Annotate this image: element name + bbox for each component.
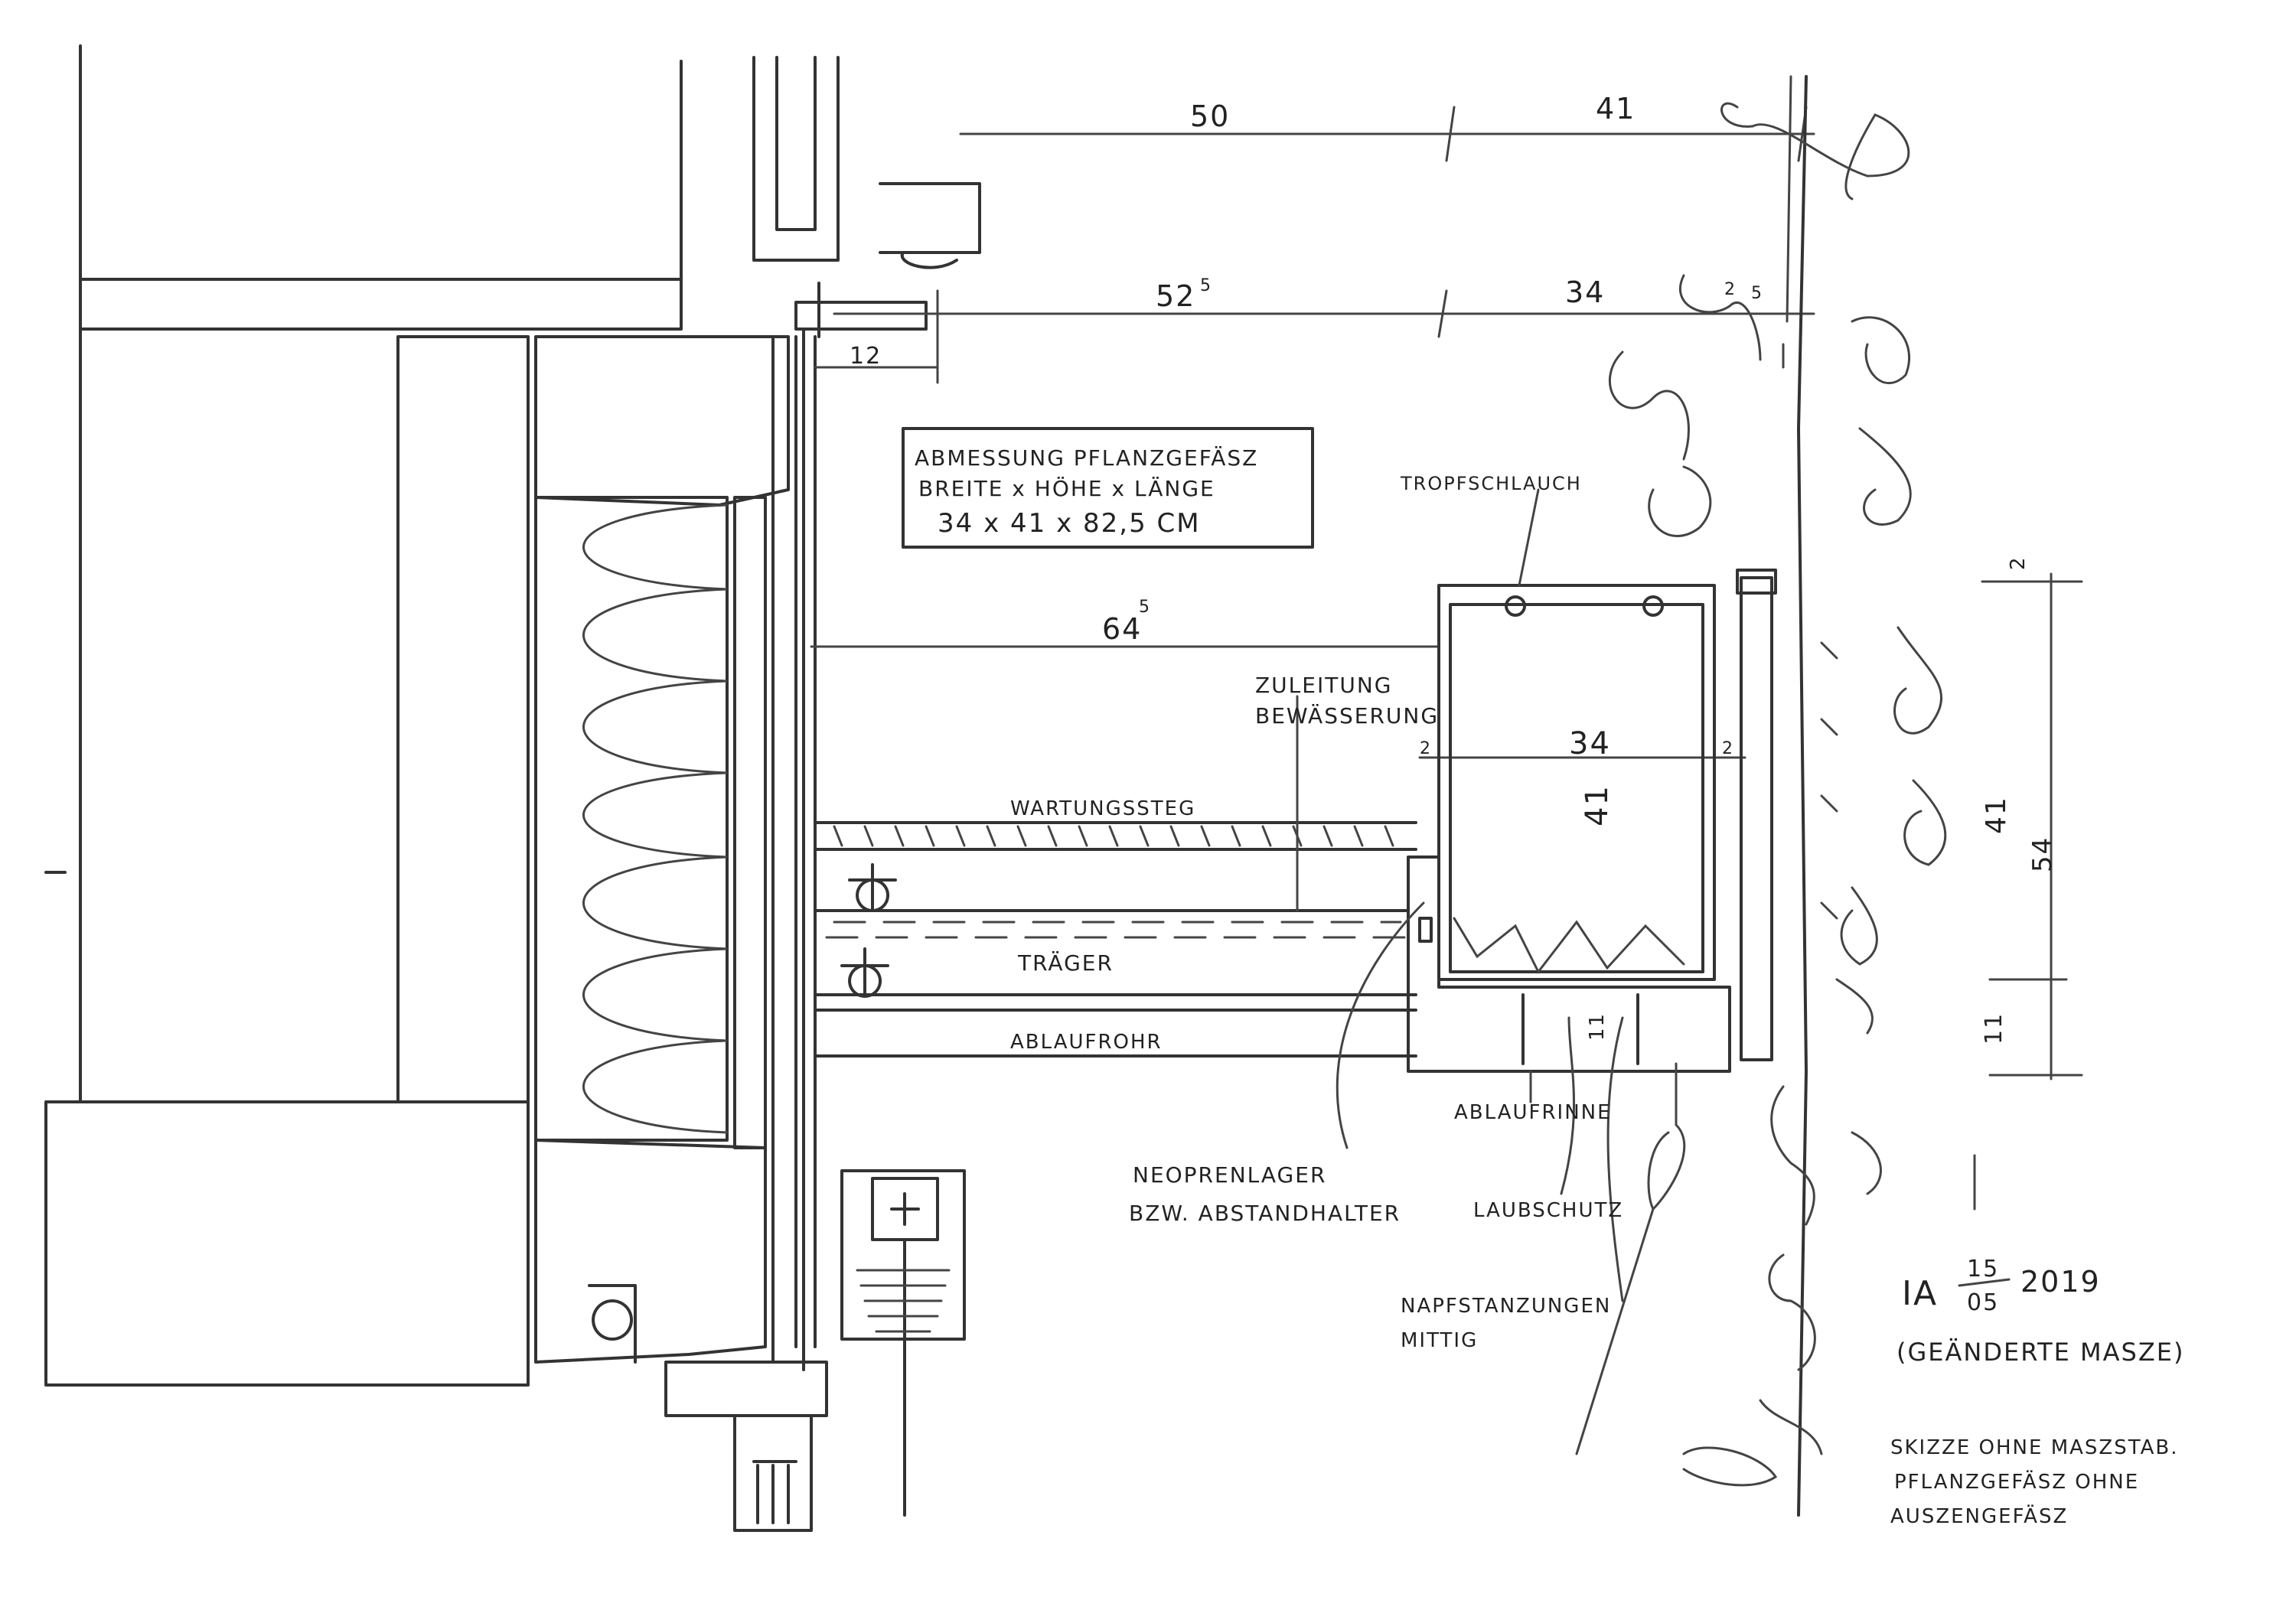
dim-second-left: 52 [1156,279,1195,313]
dim-second-left-sup: 5 [1200,276,1212,295]
sig-month: 05 [1967,1289,1999,1316]
dim-height-41: 41 [1580,784,1615,826]
box-line1: ABMESSUNG PFLANZGEFÄSZ [915,445,1258,471]
dimension-lines [810,106,2083,1211]
sig-day: 15 [1967,1256,1999,1282]
dim-top-right: 41 [1596,92,1636,125]
dim-2a: 2 [1724,280,1737,299]
label-tropfschlauch: TROPFSCHLAUCH [1400,473,1582,494]
sig-initials: IA [1902,1274,1938,1313]
sig-year: 2019 [2020,1265,2101,1299]
dim-top-left: 50 [1190,99,1230,133]
label-wartungssteg: WARTUNGSSTEG [1010,797,1195,820]
dim-right-11: 11 [1981,1012,2007,1045]
dim-12: 12 [850,343,882,370]
dim-bottom-11: 11 [1586,1012,1609,1041]
building-wall [44,44,981,1532]
dim-right-2: 2 [2007,556,2030,570]
foliage-drawing [1608,75,1947,1517]
dim-side-2-right: 2 [1722,739,1734,758]
dim-width-34: 34 [1569,726,1611,761]
label-ablaufrinne: ABLAUFRINNE [1454,1101,1612,1124]
leader-lines [1336,901,1624,1302]
label-neopren-1: NEOPRENLAGER [1133,1162,1326,1188]
dim-64-sup: 5 [1139,598,1151,617]
planter [1407,488,1777,1455]
label-laubschutz: LAUBSCHUTZ [1473,1199,1623,1222]
sketch-notes: SKIZZE OHNE MASZSTAB. PFLANZGEFÄSZ OHNE … [1890,1436,2178,1528]
dim-right-54: 54 [2027,836,2058,872]
label-ablaufrohr: ABLAUFROHR [1010,1031,1163,1054]
dim-side-2-left: 2 [1420,739,1432,758]
label-napf-1: NAPFSTANZUNGEN [1401,1295,1611,1318]
dim-second-right: 34 [1565,275,1605,309]
box-line2: BREITE x HÖHE x LÄNGE [918,475,1215,501]
dim-5: 5 [1751,284,1763,303]
box-line3: 34 x 41 x 82,5 CM [938,508,1201,539]
note-line3: AUSZENGEFÄSZ [1890,1504,2068,1528]
maintenance-structure [814,695,1417,1058]
label-traeger: TRÄGER [1017,950,1114,976]
label-neopren-2: BZW. ABSTANDHALTER [1129,1201,1401,1226]
label-napf-2: MITTIG [1401,1329,1478,1352]
label-zuleitung-1: ZULEITUNG [1255,673,1392,698]
note-line2: PFLANZGEFÄSZ OHNE [1894,1469,2139,1494]
note-line1: SKIZZE OHNE MASZSTAB. [1890,1436,2178,1459]
signature-block: IA 15 05 2019 (GEÄNDERTE MASZE) [1896,1256,2184,1367]
dim-right-41: 41 [1981,796,2012,834]
label-zuleitung-2: BEWÄSSERUNG [1255,703,1439,728]
dimension-box: ABMESSUNG PFLANZGEFÄSZ BREITE x HÖHE x L… [902,427,1314,549]
dim-64: 64 [1102,612,1142,646]
sig-note: (GEÄNDERTE MASZE) [1896,1338,2184,1367]
